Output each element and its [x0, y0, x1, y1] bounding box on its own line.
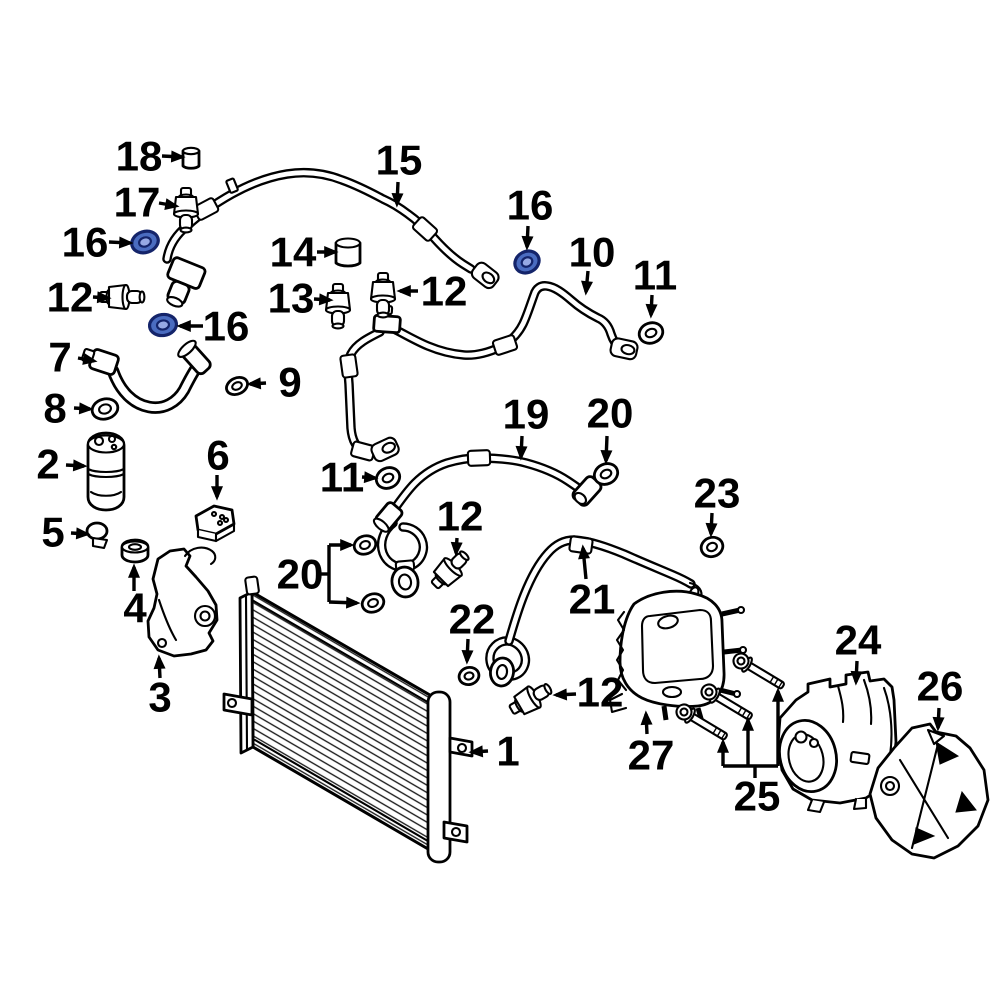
callout-label-20-22: 20: [587, 390, 634, 437]
callout-arrow: [461, 638, 474, 665]
callout-arrow: [361, 471, 379, 484]
oring-8: [90, 397, 120, 421]
callout-label-19-21: 19: [503, 391, 550, 438]
callout-label-2-15: 2: [36, 441, 59, 488]
callout-label-16-2: 16: [62, 219, 109, 266]
ac-hose-21: [489, 534, 703, 688]
sealing-cap: [85, 521, 109, 550]
callout-arrow: [153, 654, 166, 679]
callout-label-17-1: 17: [114, 179, 161, 226]
receiver-drier: [86, 431, 126, 512]
callout-label-11-20: 11: [320, 454, 364, 501]
callout-label-4-18: 4: [123, 585, 147, 632]
callout-arrow: [70, 527, 91, 540]
callout-label-5-17: 5: [41, 509, 64, 556]
callout-label-10-9: 10: [569, 229, 616, 276]
condenser: [222, 575, 474, 864]
callout-label-3-19: 3: [148, 674, 171, 721]
callout-arrow: [521, 225, 534, 251]
callout-arrow: [108, 236, 134, 249]
mount-bracket-small: [194, 504, 236, 543]
ac-compressor: [776, 670, 898, 814]
callout-label-12-6: 12: [47, 274, 94, 321]
oring-11-left: [374, 466, 402, 490]
callout-label-7-12: 7: [48, 334, 71, 381]
callout-arrow: [705, 512, 718, 538]
callout-label-24-31: 24: [835, 617, 882, 664]
callout-arrow: [77, 353, 98, 365]
callout-label-12-28: 12: [577, 669, 624, 716]
callout-label-12-23: 12: [437, 493, 484, 540]
callout-arrow: [932, 707, 945, 732]
callout-label-16-8: 16: [507, 182, 554, 229]
callout-arrow: [515, 435, 528, 461]
oring-20-left-upper: [352, 534, 378, 556]
callout-arrow: [450, 537, 463, 557]
callout-label-6-16: 6: [206, 432, 229, 479]
callout-label-12-11: 12: [421, 268, 468, 315]
compressor-bracket: [868, 722, 990, 860]
oring-22: [457, 665, 481, 687]
mount-bolts: [675, 652, 785, 741]
oring-20-right: [592, 462, 620, 486]
callout-arrow: [92, 291, 112, 304]
callout-arrow: [640, 710, 653, 735]
pressure-valve-12-center: [425, 544, 476, 595]
callout-label-1-29: 1: [496, 728, 519, 775]
callout-label-16-7: 16: [203, 303, 250, 350]
oring-16-highlighted-mid-left: [147, 312, 179, 338]
callout-label-21-26: 21: [569, 576, 616, 623]
callout-arrow: [65, 459, 88, 472]
callout-label-8-14: 8: [43, 385, 66, 432]
callout-arrow: [468, 745, 489, 758]
callout-arrow: [391, 181, 404, 208]
callout-label-9-13: 9: [278, 359, 301, 406]
suction-pipe: [158, 173, 503, 308]
callout-label-11-10: 11: [633, 252, 677, 299]
callout-label-14-4: 14: [270, 229, 317, 276]
cap-14: [334, 237, 362, 268]
callout-arrow: [158, 198, 180, 211]
pipe-elbow-fitting: [166, 256, 207, 308]
condenser-bracket: [146, 546, 219, 658]
pressure-valve-12-bottom: [504, 676, 557, 722]
callout-arrow: [645, 294, 658, 319]
ac-hose-19: [372, 449, 603, 599]
callout-label-27-30: 27: [628, 732, 675, 779]
callout-label-15-3: 15: [376, 137, 423, 184]
callout-label-13-5: 13: [268, 275, 315, 322]
compressor-cover: [608, 589, 748, 723]
callout-arrow: [246, 377, 267, 390]
callout-label-20-24: 20: [277, 551, 324, 598]
service-valve-13: [324, 282, 352, 330]
callout-arrow: [578, 544, 591, 580]
oring-16-highlighted-right: [513, 249, 541, 275]
oring-23: [699, 535, 725, 559]
callout-label-18-0: 18: [116, 133, 163, 180]
cap-18: [181, 146, 201, 170]
callout-arrow: [850, 660, 863, 686]
oring-20-left-lower: [360, 592, 386, 614]
discharge-hose: [81, 339, 212, 407]
callout-label-25-33: 25: [734, 773, 781, 820]
oring-16-highlighted-top-left: [130, 229, 160, 255]
callout-label-23-27: 23: [694, 470, 741, 517]
callout-arrow: [73, 402, 94, 415]
callout-arrow: [328, 596, 361, 609]
grommet: [120, 538, 150, 564]
callout-arrow: [161, 150, 186, 163]
callout-arrow: [600, 435, 613, 465]
callout-arrow: [313, 293, 334, 306]
callout-arrow: [552, 688, 577, 701]
callout-arrow: [581, 270, 593, 296]
oring-11-right: [637, 321, 665, 345]
callout-label-22-25: 22: [449, 596, 496, 643]
oring-9: [225, 375, 249, 397]
callout-label-26-32: 26: [917, 663, 964, 710]
